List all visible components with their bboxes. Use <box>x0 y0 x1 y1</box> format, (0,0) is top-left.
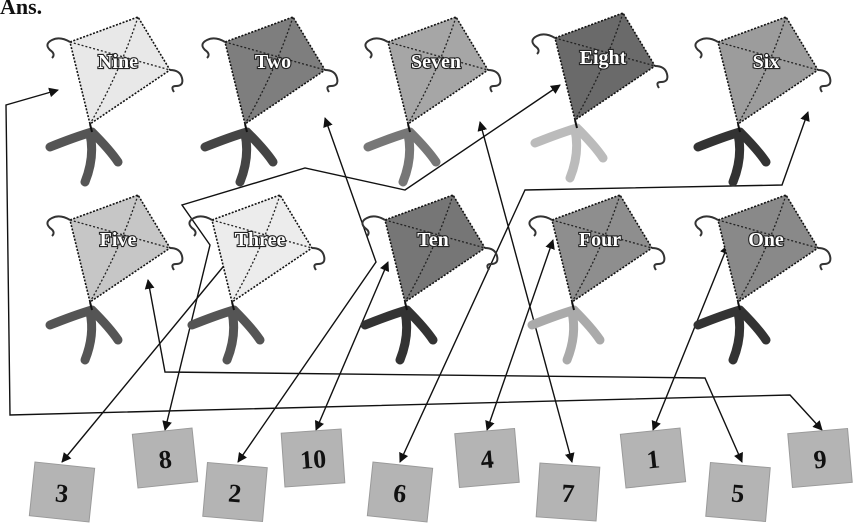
kite-tail <box>45 127 123 187</box>
kite-label: Ten <box>417 229 449 251</box>
number-label: 4 <box>479 444 494 474</box>
kite-label: Nine <box>98 51 138 73</box>
connector-1-to-one <box>651 244 730 431</box>
number-label: 1 <box>645 444 661 474</box>
kite-label: Eight <box>580 47 627 69</box>
kite-label: One <box>748 229 784 251</box>
kite-tail <box>360 305 438 365</box>
kite-two: Two <box>200 16 339 187</box>
kite-five: Five <box>45 194 184 365</box>
number-label: 6 <box>392 478 408 508</box>
connector-lines <box>5 84 823 463</box>
kite-label: Two <box>255 51 291 73</box>
kite-four: Four <box>527 194 666 365</box>
number-label: 2 <box>227 478 242 508</box>
kite-three: Three <box>187 194 326 365</box>
number-box: 8 <box>131 427 199 489</box>
number-box: 7 <box>535 462 601 522</box>
kite-label: Three <box>235 229 286 251</box>
kite-nine: Nine <box>45 16 184 187</box>
connector-2-to-two <box>237 117 377 463</box>
number-box: 1 <box>619 427 687 489</box>
kite-ten: Ten <box>360 194 499 365</box>
number-box: 2 <box>202 461 268 523</box>
kite-eight: Eight <box>530 12 669 183</box>
kite-tail <box>693 305 771 365</box>
number-box: 5 <box>705 461 771 523</box>
kite-tail <box>530 123 608 183</box>
kite-label: Six <box>753 51 780 73</box>
kite-six: Six <box>693 16 832 187</box>
number-label: 3 <box>54 478 70 508</box>
kite-label: Seven <box>411 51 461 73</box>
kite-seven: Seven <box>363 16 502 187</box>
number-label: 10 <box>299 444 327 475</box>
number-label: 8 <box>157 444 173 474</box>
number-label: 5 <box>730 478 745 508</box>
kite-tail <box>363 127 441 187</box>
number-box: 9 <box>787 427 853 489</box>
number-box: 3 <box>28 461 96 523</box>
kite-tail <box>527 305 605 365</box>
kite-label: Four <box>579 229 621 251</box>
number-box: 10 <box>280 428 346 488</box>
number-label: 9 <box>812 444 827 474</box>
kite-tail <box>45 305 123 365</box>
kite-label: Five <box>100 229 137 251</box>
connector-9-to-nine <box>5 87 823 431</box>
kite-tail <box>693 127 771 187</box>
kite-tail <box>187 305 265 365</box>
number-box: 6 <box>366 461 434 523</box>
number-box: 4 <box>454 427 520 489</box>
answer-label: Ans. <box>0 0 43 19</box>
number-label: 7 <box>560 479 575 509</box>
kite-tail <box>200 127 278 187</box>
number-boxes: 3 8 2 10 6 4 7 1 5 9 <box>28 427 853 523</box>
connector-10-to-ten <box>314 261 390 431</box>
kite-one: One <box>693 194 832 365</box>
